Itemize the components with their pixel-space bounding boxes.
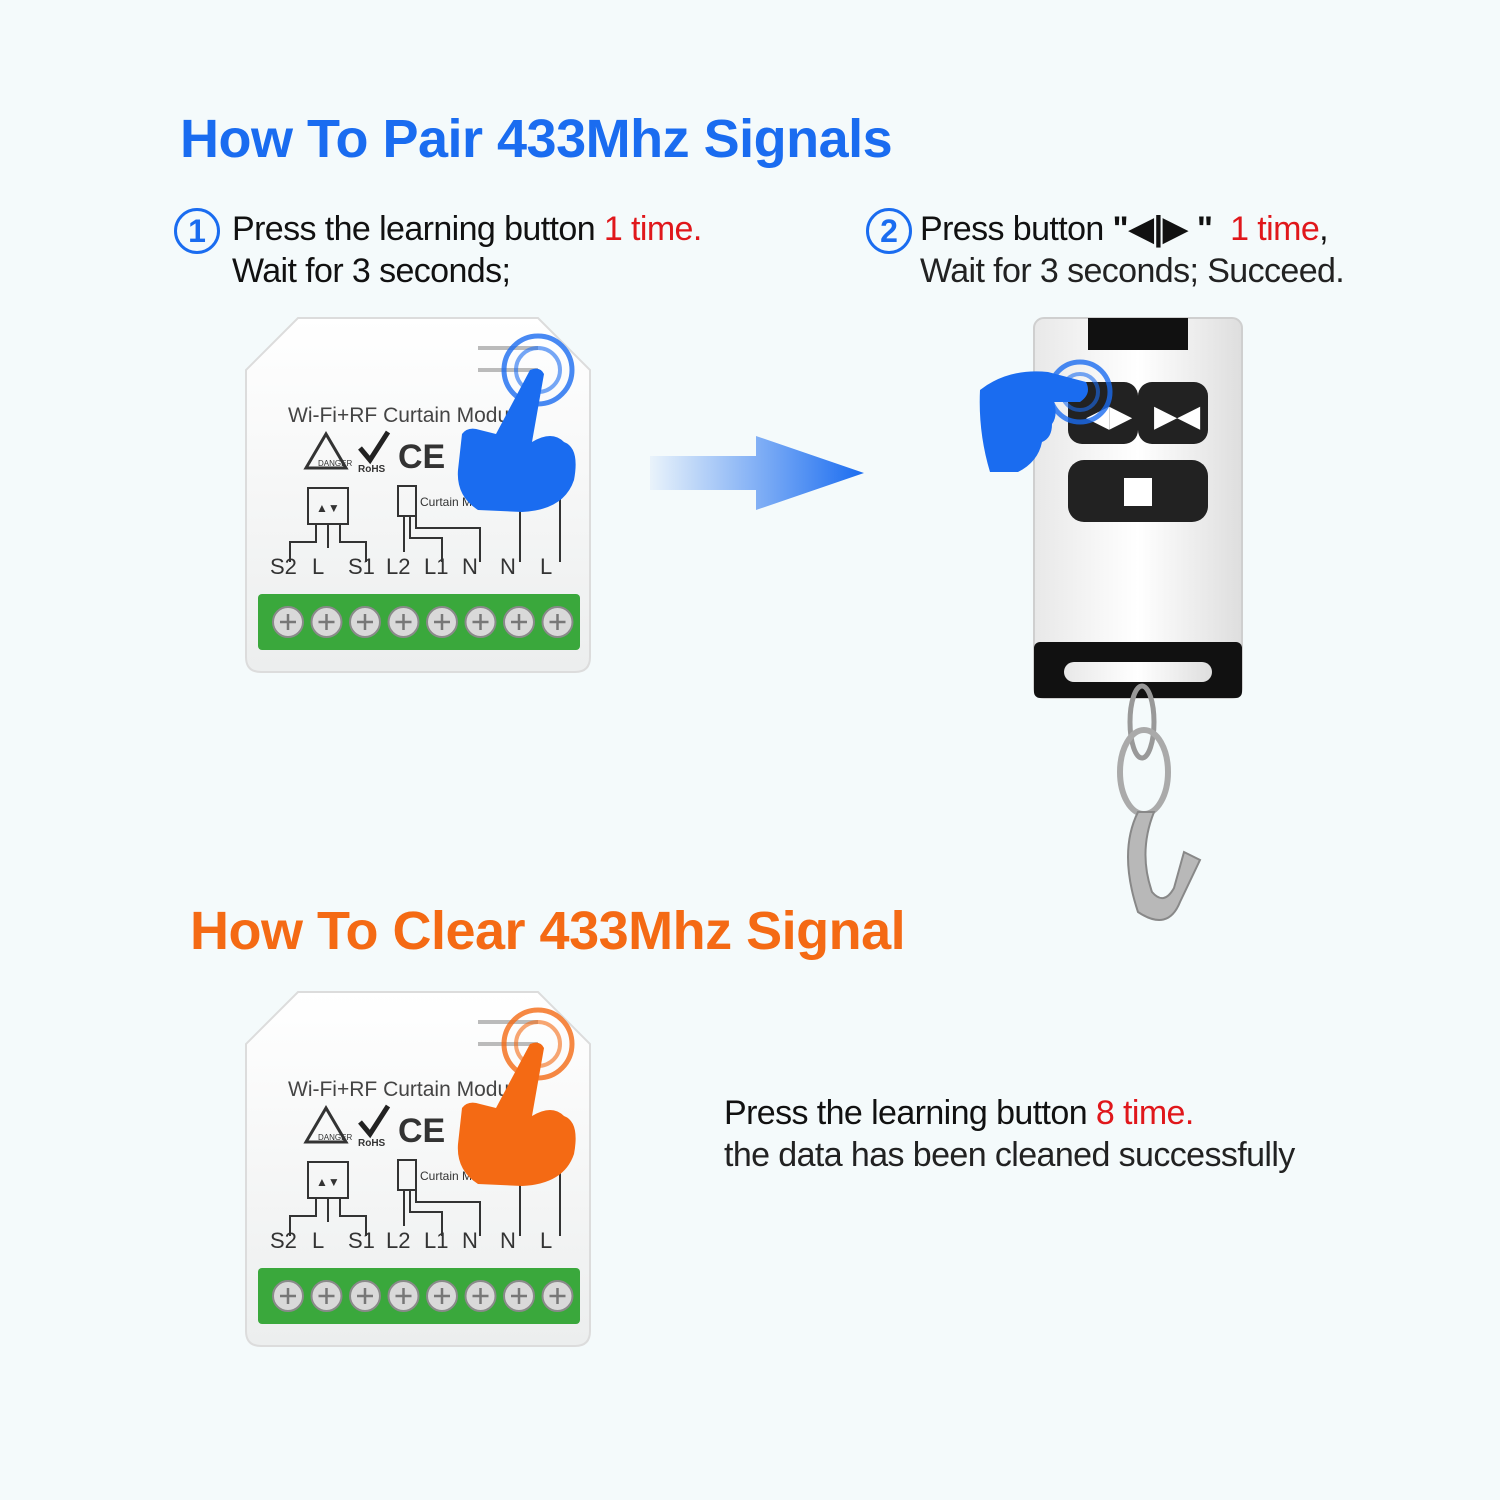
clear-line1-prefix: Press the learning button xyxy=(724,1094,1096,1132)
screw-slot xyxy=(395,1288,412,1304)
terminal-label: L2 xyxy=(386,1228,410,1253)
module-label: Wi-Fi+RF Curtain Module xyxy=(288,1078,525,1101)
svg-text:RoHS: RoHS xyxy=(358,1138,386,1149)
screw-slot xyxy=(549,614,566,630)
svg-text:▶◀: ▶◀ xyxy=(1154,400,1200,433)
step2-line2: Wait for 3 seconds; Succeed. xyxy=(920,252,1345,290)
terminal-label: N xyxy=(462,1228,478,1253)
pointing-hand-icon xyxy=(457,333,576,512)
step2-line1-highlight: 1 time xyxy=(1230,210,1320,248)
screw-slot xyxy=(357,614,373,630)
screw-slot xyxy=(472,614,489,630)
screw-slot xyxy=(472,1288,489,1304)
step1-line2: Wait for 3 seconds; xyxy=(232,252,511,290)
terminal-label: L xyxy=(312,1228,324,1253)
svg-text:CE: CE xyxy=(398,438,445,476)
clear-line1-highlight: 8 time. xyxy=(1095,1094,1194,1132)
screw-slot xyxy=(280,1288,296,1304)
svg-text:DANGER: DANGER xyxy=(318,459,352,468)
right-arrow-icon xyxy=(650,436,864,510)
step2-line1-prefix: Press button xyxy=(920,210,1113,248)
clear-line2: the data has been cleaned successfully xyxy=(724,1136,1295,1174)
screw-slot xyxy=(434,1288,450,1304)
terminal-label: L2 xyxy=(386,554,410,579)
step1-badge: 1 xyxy=(174,208,220,254)
terminal-label: L xyxy=(540,554,552,579)
screw-slot xyxy=(280,614,296,630)
terminal-label: L xyxy=(540,1228,552,1253)
terminal-label: L1 xyxy=(424,1228,448,1253)
step2-button-symbol: "◀|▶ " xyxy=(1112,210,1214,248)
step1-text: Press the learning button 1 time. Wait f… xyxy=(232,208,702,292)
step1-line1-highlight: 1 time. xyxy=(603,210,702,248)
svg-text:▲▼: ▲▼ xyxy=(316,501,340,515)
terminal-label: S1 xyxy=(348,1228,375,1253)
terminal-label: N xyxy=(462,554,478,579)
terminal-label: L xyxy=(312,554,324,579)
terminal-label: S2 xyxy=(270,1228,297,1253)
terminal-label: S2 xyxy=(270,554,297,579)
pointing-hand-icon xyxy=(457,1007,576,1186)
step2-line1-suffix: , xyxy=(1319,210,1328,248)
screw-slot xyxy=(511,614,527,630)
svg-text:RoHS: RoHS xyxy=(358,464,386,475)
pair-title: How To Pair 433Mhz Signals xyxy=(180,109,893,169)
module-label: Wi-Fi+RF Curtain Module xyxy=(288,404,525,427)
step2-badge: 2 xyxy=(866,208,912,254)
clear-instructions: Press the learning button 8 time. the da… xyxy=(724,1092,1295,1176)
svg-text:DANGER: DANGER xyxy=(318,1133,352,1142)
terminal-label: L1 xyxy=(424,554,448,579)
screw-slot xyxy=(549,1288,566,1304)
terminal-label: N xyxy=(500,1228,516,1253)
svg-text:▲▼: ▲▼ xyxy=(316,1175,340,1189)
screw-slot xyxy=(511,1288,527,1304)
terminal-label: N xyxy=(500,554,516,579)
step2-text: Press button "◀|▶ " 1 time, Wait for 3 s… xyxy=(920,208,1345,292)
screw-slot xyxy=(434,614,450,630)
step1-line1-prefix: Press the learning button xyxy=(232,210,604,248)
screw-slot xyxy=(318,614,335,630)
screw-slot xyxy=(318,1288,335,1304)
remote-control-icon: ◀▶ ▶◀ xyxy=(979,317,1243,921)
svg-text:CE: CE xyxy=(398,1112,445,1150)
clear-title: How To Clear 433Mhz Signal xyxy=(190,901,906,961)
screw-slot xyxy=(395,614,412,630)
terminal-label: S1 xyxy=(348,554,375,579)
screw-slot xyxy=(357,1288,373,1304)
